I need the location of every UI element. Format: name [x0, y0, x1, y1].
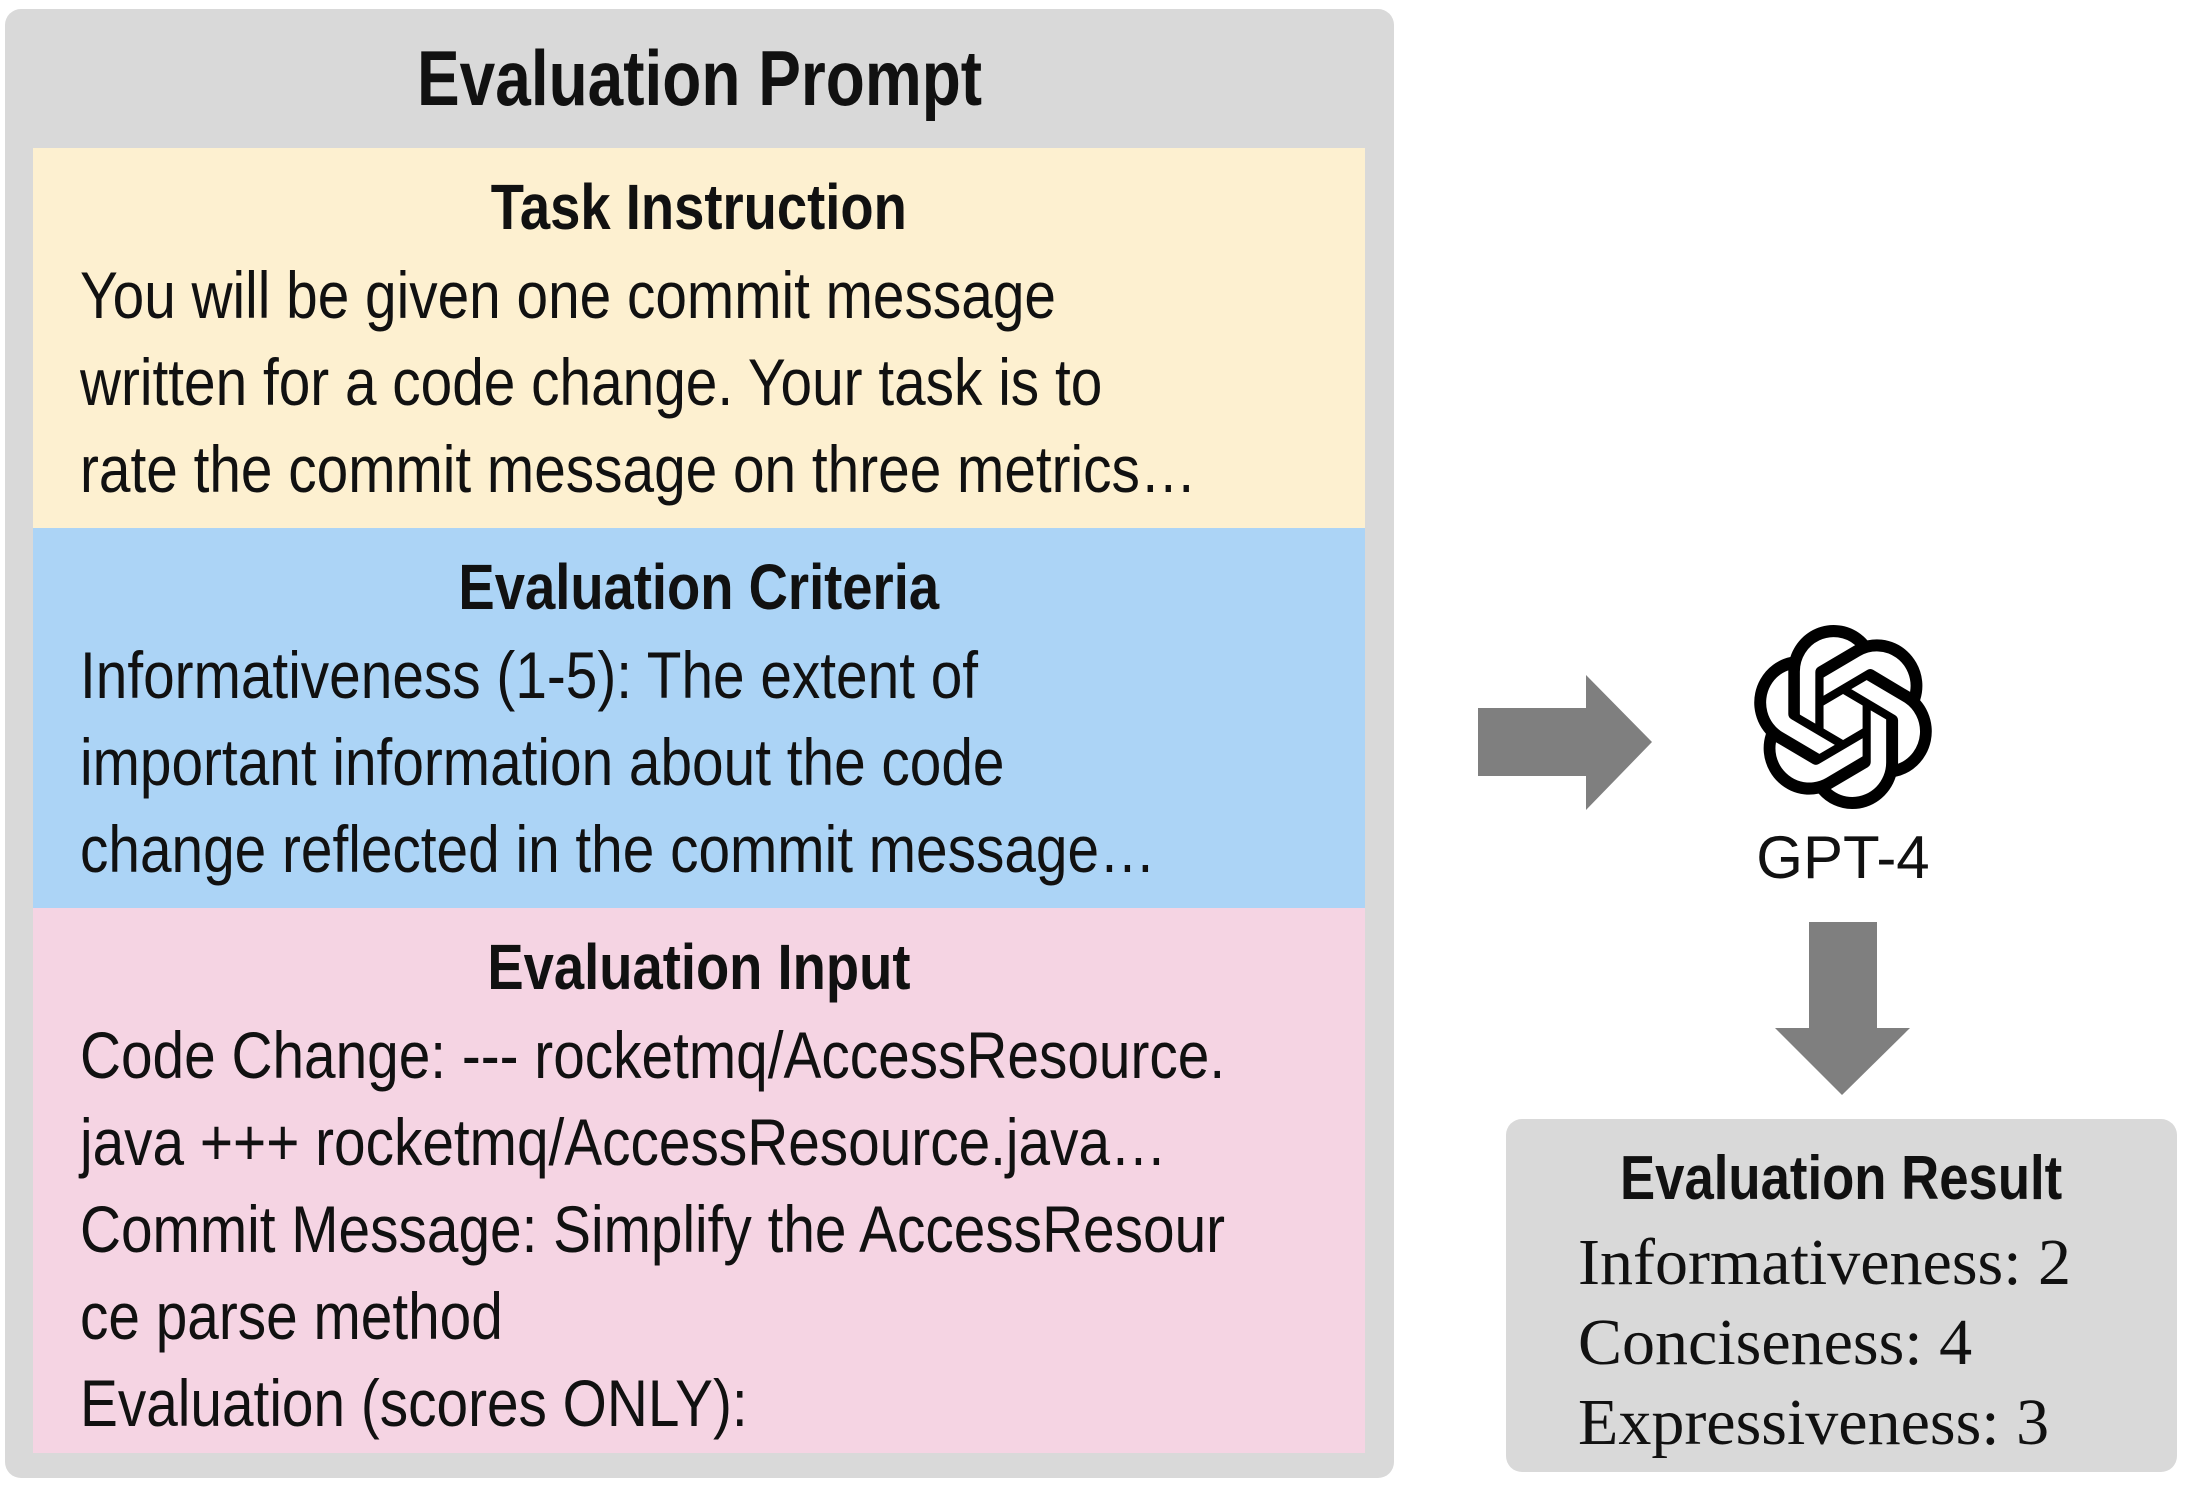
evaluation-result-heading-row: Evaluation Result: [1506, 1144, 2177, 1213]
task-line-text: You will be given one commit message: [80, 258, 1056, 332]
criteria-line: change reflected in the commit message…: [80, 806, 1365, 893]
input-line: Commit Message: Simplify the AccessResou…: [80, 1186, 1365, 1273]
input-line-text: Commit Message: Simplify the AccessResou…: [80, 1192, 1226, 1266]
evaluation-result-lines: Informativeness: 2 Conciseness: 4 Expres…: [1506, 1223, 2177, 1463]
task-line-text: rate the commit message on three metrics…: [80, 432, 1197, 506]
result-line-informativeness: Informativeness: 2: [1578, 1226, 2072, 1299]
input-line-text: Evaluation (scores ONLY):: [80, 1366, 748, 1440]
input-line-text: java +++ rocketmq/AccessResource.java…: [80, 1105, 1167, 1179]
evaluation-result-heading: Evaluation Result: [1620, 1143, 2063, 1213]
input-line: ce parse method: [80, 1273, 1365, 1360]
task-instruction-heading: Task Instruction: [490, 171, 908, 243]
input-line-text: ce parse method: [80, 1279, 503, 1353]
criteria-line-text: change reflected in the commit message…: [80, 812, 1156, 886]
down-arrow-icon: [1775, 922, 1910, 1095]
down-arrow-shaft: [1809, 922, 1877, 1030]
input-line: Code Change: --- rocketmq/AccessResource…: [80, 1012, 1365, 1099]
task-instruction-section: Task Instruction You will be given one c…: [33, 148, 1365, 528]
input-line-text: Code Change: --- rocketmq/AccessResource…: [80, 1018, 1226, 1092]
evaluation-result-panel: Evaluation Result Informativeness: 2 Con…: [1506, 1119, 2177, 1472]
evaluation-input-section: Evaluation Input Code Change: --- rocket…: [33, 908, 1365, 1453]
result-line-expressiveness: Expressiveness: 3: [1578, 1386, 2050, 1459]
task-line-text: written for a code change. Your task is …: [80, 345, 1103, 419]
evaluation-criteria-body: Informativeness (1-5): The extent of imp…: [33, 632, 1365, 893]
input-line: Evaluation (scores ONLY):: [80, 1360, 1365, 1447]
evaluation-prompt-panel: Evaluation Prompt Task Instruction You w…: [5, 9, 1394, 1478]
task-line: rate the commit message on three metrics…: [80, 426, 1365, 513]
criteria-line: important information about the code: [80, 719, 1365, 806]
right-arrow-shaft: [1478, 708, 1588, 776]
input-line: java +++ rocketmq/AccessResource.java…: [80, 1099, 1365, 1186]
task-line: written for a code change. Your task is …: [80, 339, 1365, 426]
evaluation-input-heading-row: Evaluation Input: [33, 931, 1365, 1003]
evaluation-criteria-section: Evaluation Criteria Informativeness (1-5…: [33, 528, 1365, 908]
task-instruction-heading-row: Task Instruction: [33, 171, 1365, 243]
criteria-line: Informativeness (1-5): The extent of: [80, 632, 1365, 719]
result-line-conciseness: Conciseness: 4: [1578, 1306, 1973, 1379]
openai-logo-icon: [1753, 625, 1933, 810]
criteria-line-text: important information about the code: [80, 725, 1005, 799]
right-arrow-head: [1586, 675, 1652, 810]
down-arrow-head: [1775, 1028, 1910, 1095]
task-line: You will be given one commit message: [80, 252, 1365, 339]
model-name-label: GPT-4: [1756, 824, 1930, 891]
evaluation-prompt-title: Evaluation Prompt: [416, 34, 983, 122]
right-arrow-icon: [1478, 675, 1652, 810]
evaluation-input-heading: Evaluation Input: [487, 931, 911, 1003]
evaluation-prompt-title-row: Evaluation Prompt: [5, 9, 1394, 148]
evaluation-criteria-heading: Evaluation Criteria: [458, 551, 940, 623]
criteria-line-text: Informativeness (1-5): The extent of: [80, 638, 979, 712]
task-instruction-body: You will be given one commit message wri…: [33, 252, 1365, 513]
evaluation-criteria-heading-row: Evaluation Criteria: [33, 551, 1365, 623]
evaluation-input-body: Code Change: --- rocketmq/AccessResource…: [33, 1012, 1365, 1447]
